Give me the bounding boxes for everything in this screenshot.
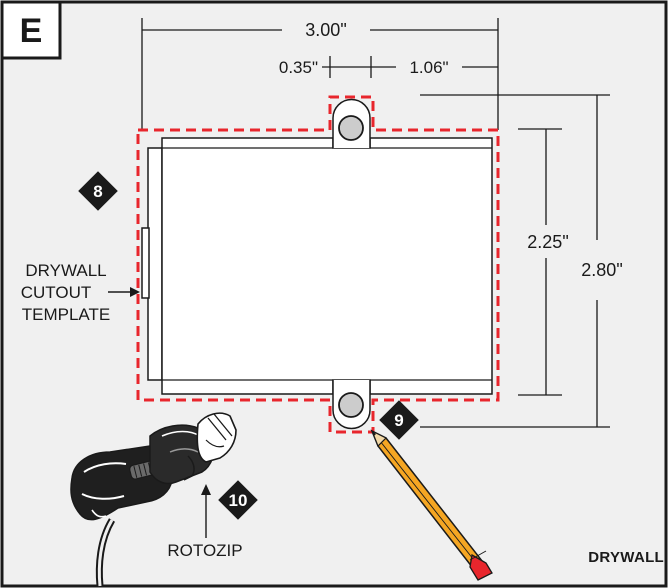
step-9-number: 9 [394, 411, 403, 430]
step-8-number: 8 [93, 182, 102, 201]
rotozip-arrow [201, 484, 211, 538]
panel-letter: E [20, 12, 43, 50]
dimension-outer-height [420, 94, 610, 428]
dimension-inner-height-label: 2.25" [527, 232, 568, 252]
dimension-offset-left-label: 0.35" [279, 58, 318, 77]
dimension-width-total-label: 3.00" [305, 20, 346, 40]
template-arrow [108, 287, 140, 297]
rotozip-tool-icon [70, 412, 237, 587]
dimension-offsets [322, 56, 498, 78]
template-label-line1: DRYWALL [25, 261, 106, 280]
step-8-marker: 8 [78, 171, 118, 211]
template-label-line2: CUTOUT [21, 283, 92, 302]
drywall-label: DRYWALL [588, 549, 664, 566]
step-9-marker: 9 [379, 400, 419, 440]
step-10-marker: 10 [218, 480, 258, 520]
step-10-number: 10 [229, 491, 248, 510]
rotozip-label: ROTOZIP [167, 541, 242, 560]
dimension-outer-height-label: 2.80" [581, 260, 622, 280]
dimension-offset-right-label: 1.06" [409, 58, 448, 77]
dimension-width-total [141, 18, 499, 130]
outlet-box-template [141, 98, 493, 430]
template-label-line3: TEMPLATE [22, 305, 110, 324]
cut-line [136, 95, 500, 434]
dimension-inner-height [518, 128, 562, 396]
pencil-icon [370, 429, 493, 581]
panel-letter-box: E [0, 0, 62, 60]
